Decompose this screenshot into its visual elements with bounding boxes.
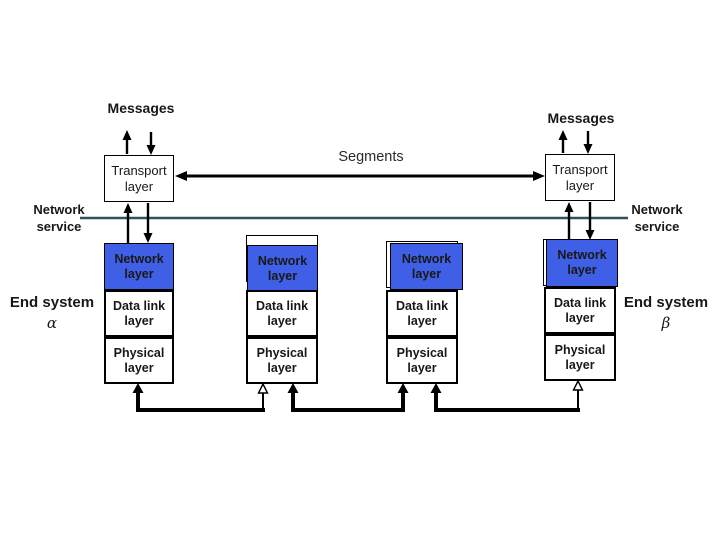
stack4-datalink-line2: layer (565, 310, 595, 325)
messages-arrows-right (558, 130, 593, 154)
stack4-network-line2: layer (567, 263, 597, 277)
messages-arrows-left (122, 130, 156, 155)
end-system-beta-label: End system β (618, 294, 714, 332)
stack1-physical-line1: Physical (113, 345, 165, 360)
stack2-network-line1: Network (257, 253, 308, 268)
end-system-beta-text: End system (623, 294, 709, 311)
stack1-datalink-line1: Data link (112, 298, 166, 313)
messages-label-right: Messages (547, 110, 615, 126)
stack4-physical-line1: Physical (554, 342, 606, 357)
stack1-network-layer-box: Network layer (104, 243, 174, 290)
stack2-network-line2: layer (267, 268, 298, 283)
stack4-physical-layer-box: Physical layer (544, 334, 616, 381)
stack2-physical-layer-box: Physical layer (246, 337, 318, 384)
stack2-datalink-line1: Data link (255, 298, 309, 313)
stack4-datalink-line1: Data link (553, 295, 607, 310)
stack1-physical-line2: layer (124, 360, 154, 375)
end-system-alpha-text: End system (9, 294, 95, 311)
service-access-arrows-right (564, 202, 595, 240)
stack3-physical-line1: Physical (396, 345, 448, 360)
link-stack2-stack3 (287, 383, 409, 412)
transport-right-line1: Transport (552, 161, 608, 177)
stack2-physical-line2: layer (267, 360, 297, 375)
stack4-data-link-layer-box: Data link layer (544, 287, 616, 334)
link-stack3-stack4 (430, 379, 584, 412)
transport-left-line2: layer (124, 178, 154, 194)
network-service-left-line1: Network (33, 202, 85, 217)
network-service-right-line2: service (634, 219, 680, 234)
stack2-data-link-layer-box: Data link layer (246, 290, 318, 337)
stack4-network-line1: Network (557, 248, 607, 262)
network-service-left-line2: service (36, 219, 82, 234)
network-service-right-line1: Network (631, 202, 683, 217)
network-service-label-right: Network service (618, 201, 696, 235)
stack3-datalink-line1: Data link (395, 298, 449, 313)
stack1-data-link-layer-box: Data link layer (104, 290, 174, 337)
messages-label-left: Messages (107, 100, 175, 116)
stack2-datalink-line2: layer (267, 313, 297, 328)
service-access-arrows-left (123, 203, 153, 243)
stack2-physical-line1: Physical (256, 345, 308, 360)
end-system-alpha-label: End system α (6, 294, 98, 332)
stack3-network-line2: layer (411, 266, 442, 281)
stack3-physical-layer-box: Physical layer (386, 337, 458, 384)
stack1-datalink-line2: layer (124, 313, 154, 328)
segments-arrow (175, 171, 545, 181)
stack3-data-link-layer-box: Data link layer (386, 290, 458, 337)
transport-left-line1: Transport (111, 162, 167, 178)
stack1-network-line2: layer (124, 266, 154, 281)
stack3-datalink-line2: layer (407, 313, 437, 328)
segments-label: Segments (338, 149, 404, 165)
transport-layer-box-right: Transport layer (545, 154, 615, 201)
stack3-physical-line2: layer (407, 360, 437, 375)
stack3-network-layer-box: Network layer (390, 243, 463, 290)
network-service-label-left: Network service (20, 201, 98, 235)
alpha-symbol: α (46, 314, 58, 332)
stack3-network-line1: Network (401, 251, 452, 266)
stack2-network-layer-box: Network layer (247, 245, 318, 292)
stack1-physical-layer-box: Physical layer (104, 337, 174, 384)
transport-layer-box-left: Transport layer (104, 155, 174, 202)
transport-right-line2: layer (565, 177, 595, 193)
stack4-physical-line2: layer (565, 357, 595, 372)
link-stack1-stack2 (132, 382, 269, 412)
stack4-network-layer-box: Network layer (546, 239, 618, 287)
beta-symbol: β (661, 314, 671, 332)
stack1-network-line1: Network (114, 251, 164, 266)
